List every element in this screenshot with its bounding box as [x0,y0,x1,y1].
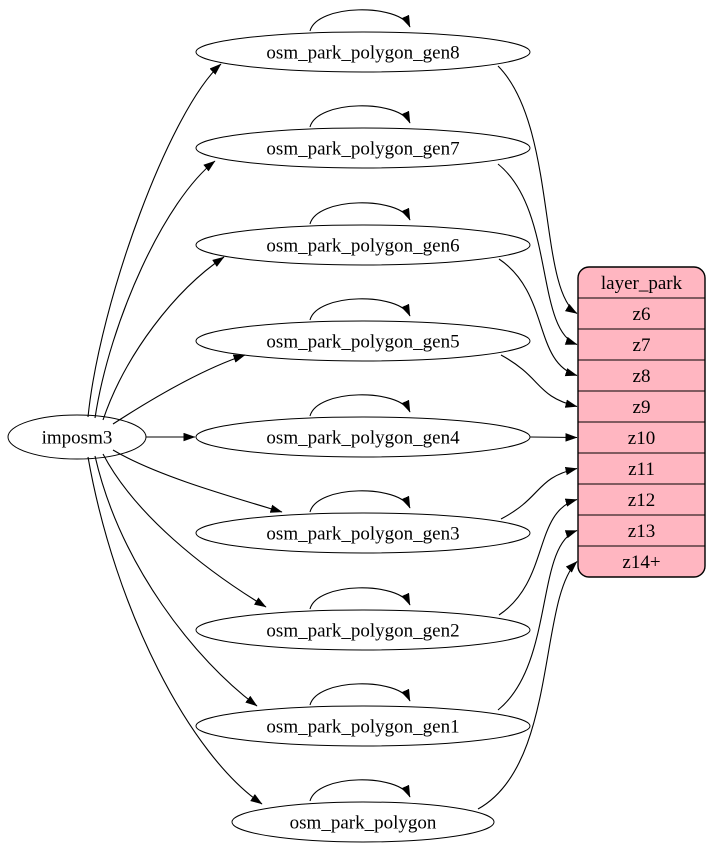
record-row-z9-label: z9 [633,397,651,418]
node-osm_park_polygon_gen8 [195,31,531,73]
node-osm_park_polygon_gen8-label: osm_park_polygon_gen8 [266,43,459,64]
node-osm_park_polygon-label: osm_park_polygon [290,813,437,834]
edge-osm_park_polygon_gen6-to-layer_park-z8 [498,258,578,377]
edge-self-loop-osm_park_polygon_gen6 [309,202,411,225]
edge-imposm3-to-osm_park_polygon_gen3 [112,449,283,513]
edge-self-loop-osm_park_polygon [309,779,411,802]
record-row-z13-label: z13 [628,521,655,542]
node-osm_park_polygon_gen6-label: osm_park_polygon_gen6 [266,236,459,257]
node-osm_park_polygon_gen2 [195,609,531,651]
edge-osm_park_polygon_gen2-to-layer_park-z12 [498,498,578,616]
edge-self-loop-osm_park_polygon_gen2 [309,587,411,610]
record-row-z14+-label: z14+ [622,552,660,573]
record-row-z11-label: z11 [628,459,655,480]
edge-imposm3-to-osm_park_polygon_gen6 [102,256,225,421]
edge-imposm3-to-osm_park_polygon_gen1 [94,455,258,707]
node-osm_park_polygon_gen5 [195,320,531,362]
edge-imposm3-to-osm_park_polygon_gen7 [94,160,216,419]
node-osm_park_polygon_gen7 [195,127,531,169]
edge-self-loop-osm_park_polygon_gen5 [309,298,411,321]
edge-self-loop-osm_park_polygon_gen4 [309,394,411,417]
edge-self-loop-osm_park_polygon_gen8 [309,9,411,32]
node-osm_park_polygon_gen3-label: osm_park_polygon_gen3 [266,524,459,545]
edge-self-loop-osm_park_polygon_gen7 [309,105,411,128]
edge-osm_park_polygon_gen3-to-layer_park-z11 [500,466,578,520]
node-osm_park_polygon_gen5-label: osm_park_polygon_gen5 [266,332,459,353]
edge-imposm3-to-osm_park_polygon_gen5 [112,354,246,425]
record-row-z12-label: z12 [628,490,655,511]
edge-osm_park_polygon-to-layer_park-z14+ [477,561,578,810]
node-imposm3-label: imposm3 [42,428,113,449]
edge-imposm3-to-osm_park_polygon_gen2 [102,453,267,608]
node-osm_park_polygon_gen1-label: osm_park_polygon_gen1 [266,717,459,738]
node-osm_park_polygon_gen4-label: osm_park_polygon_gen4 [266,428,460,449]
node-osm_park_polygon_gen3 [195,512,531,554]
edge-imposm3-to-osm_park_polygon [87,456,263,805]
edge-self-loop-osm_park_polygon_gen1 [309,683,411,706]
record-row-z8-label: z8 [633,366,651,387]
node-osm_park_polygon_gen7-label: osm_park_polygon_gen7 [266,139,459,160]
record-row-z7-label: z7 [633,335,651,356]
edge-self-loop-osm_park_polygon_gen3 [309,490,411,513]
record-title: layer_park [601,273,683,294]
record-row-z6-label: z6 [633,304,651,325]
edge-osm_park_polygon_gen7-to-layer_park-z7 [497,163,578,346]
edge-osm_park_polygon_gen5-to-layer_park-z9 [500,354,578,408]
edge-osm_park_polygon_gen1-to-layer_park-z13 [497,529,578,711]
edge-osm_park_polygon_gen8-to-layer_park-z6 [497,65,578,314]
node-osm_park_polygon_gen1 [195,705,531,747]
edge-imposm3-to-osm_park_polygon_gen8 [87,63,222,418]
record-row-z10-label: z10 [628,428,655,449]
node-osm_park_polygon_gen2-label: osm_park_polygon_gen2 [266,621,459,642]
edge-osm_park_polygon_gen4-to-layer_park-z10 [529,433,578,442]
node-osm_park_polygon [231,801,495,843]
node-osm_park_polygon_gen6 [195,224,531,266]
